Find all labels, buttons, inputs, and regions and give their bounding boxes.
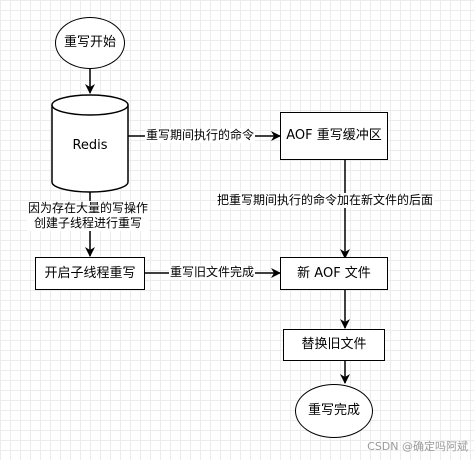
edge-label-redis-to-fork-line2: 创建子线程进行重写 [34, 216, 143, 230]
edge-label-fork-to-new-aof: 重写旧文件完成 [169, 265, 256, 280]
edge-label-redis-to-fork-line1: 因为存在大量的写操作 [28, 201, 149, 215]
node-rewrite-start-label: 重写开始 [63, 35, 116, 51]
node-fork-child-rewrite-label: 开启子线程重写 [44, 265, 136, 281]
node-aof-rewrite-buffer: AOF 重写缓冲区 [280, 112, 388, 160]
node-aof-rewrite-buffer-label: AOF 重写缓冲区 [286, 128, 382, 144]
node-replace-old-file: 替换旧文件 [283, 329, 385, 361]
node-replace-old-file-label: 替换旧文件 [301, 337, 367, 353]
node-new-aof-file-label: 新 AOF 文件 [297, 265, 371, 281]
edge-label-redis-to-fork: 因为存在大量的写操作 创建子线程进行重写 [27, 201, 150, 231]
node-rewrite-done: 重写完成 [295, 384, 373, 438]
watermark: CSDN @确定吗阿斌 [367, 440, 468, 453]
edge-label-redis-to-buffer: 重写期间执行的命令 [145, 128, 256, 143]
node-new-aof-file: 新 AOF 文件 [280, 257, 388, 290]
node-rewrite-start: 重写开始 [55, 17, 125, 69]
node-redis-label: Redis [72, 138, 108, 153]
node-fork-child-rewrite: 开启子线程重写 [35, 257, 145, 290]
node-rewrite-done-label: 重写完成 [307, 403, 360, 419]
edge-label-buffer-to-new-aof: 把重写期间执行的命令加在新文件的后面 [216, 193, 435, 208]
redis-database-cylinder [51, 94, 129, 193]
